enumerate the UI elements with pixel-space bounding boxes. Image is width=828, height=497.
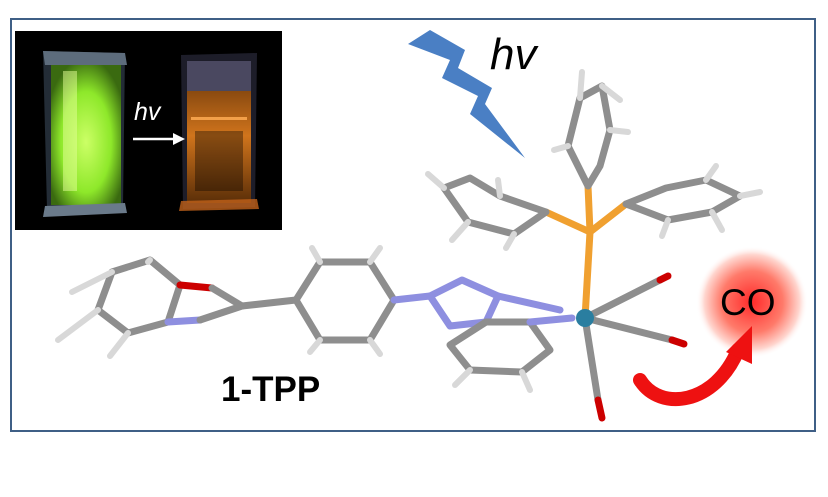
photon-label: hv <box>490 30 537 79</box>
phenylene-group <box>238 245 434 357</box>
vial-after <box>179 53 259 211</box>
co-glow <box>696 246 808 358</box>
vial-before <box>43 51 127 217</box>
cuvette-illustration <box>43 51 259 217</box>
cuvette-photo-inset <box>15 31 282 230</box>
lightning-bolt-icon <box>408 30 525 158</box>
photon-label-inset: hv <box>134 98 161 126</box>
metal-center <box>576 228 688 422</box>
inset-arrow-icon <box>133 133 185 145</box>
compound-label: 1-TPP <box>221 370 321 409</box>
chelating-ligand <box>426 276 576 393</box>
co-label: CO <box>720 282 776 323</box>
curved-arrow-icon <box>633 326 752 407</box>
triphenylphosphine-group <box>425 69 763 251</box>
benzoxazole-group <box>55 256 246 359</box>
